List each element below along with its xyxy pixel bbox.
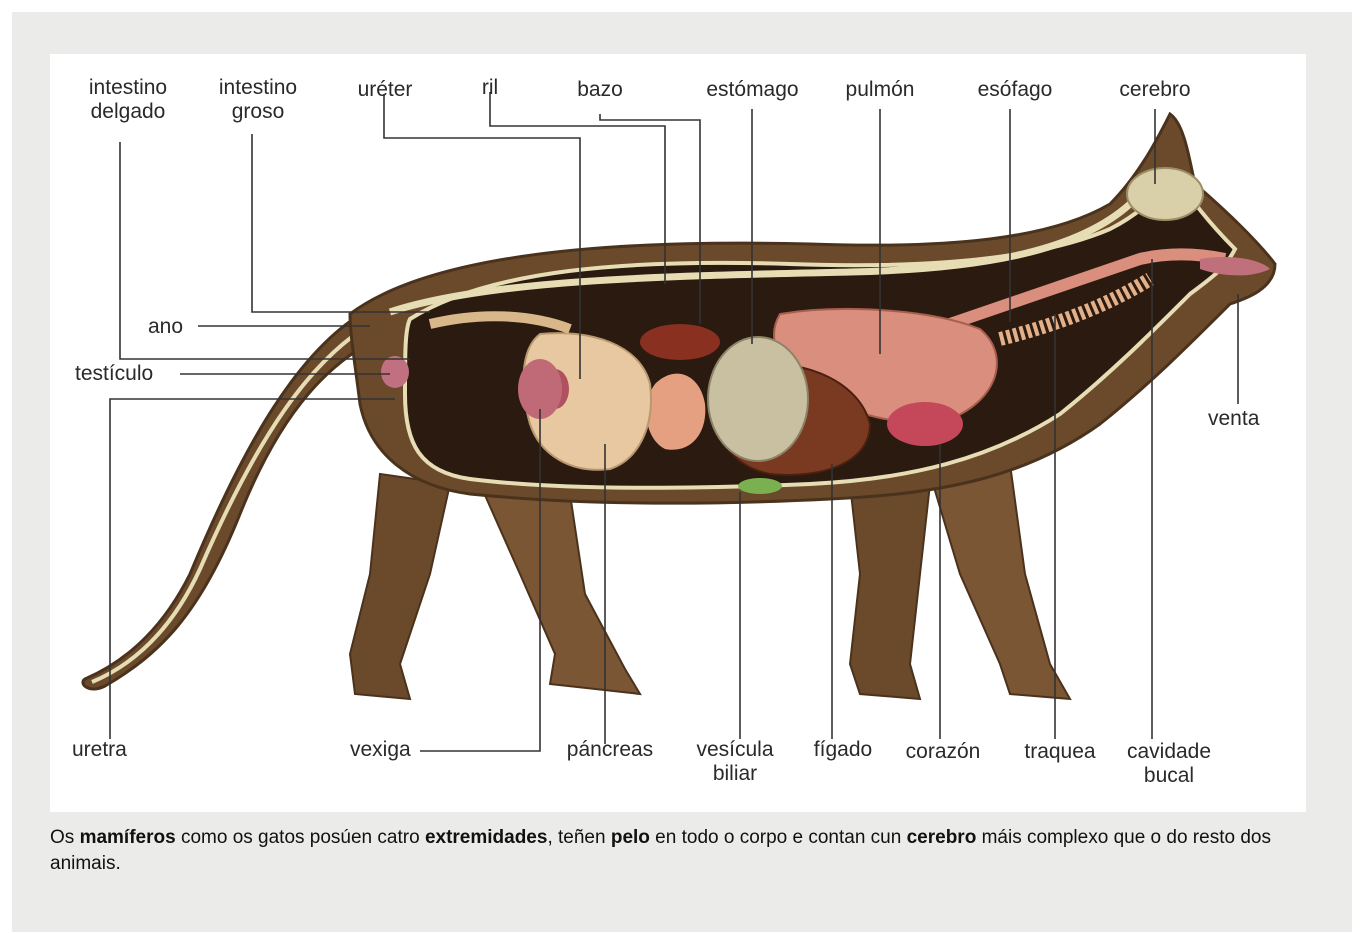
label-traquea: traquea [1012,740,1108,764]
label-figado: fígado [802,738,884,762]
caption-bold-cerebro: cerebro [907,827,977,848]
label-estomago: estómago [690,78,815,102]
pancreas [646,374,705,450]
label-ril: ril [470,76,510,100]
label-cavidade-bucal: cavidade bucal [1112,740,1226,788]
label-esofago: esófago [960,78,1070,102]
brain [1127,168,1203,220]
label-bazo: bazo [565,78,635,102]
heart [887,402,963,446]
label-pulmon: pulmón [825,78,935,102]
caption-bold-pelo: pelo [611,827,650,848]
front-leg-front [930,464,1070,699]
figure-caption: Os mamíferos como os gatos posúen catro … [50,825,1320,877]
label-vexiga: vexiga [350,738,411,762]
label-intestino-delgado: intestino delgado [68,76,188,124]
label-uretra: uretra [72,738,127,762]
hind-leg-front [480,484,640,694]
label-testiculo: testículo [75,362,153,386]
cat-anatomy-illustration [50,54,1306,812]
label-ano: ano [148,315,183,339]
stomach [708,337,808,461]
caption-bold-extremidades: extremidades [425,827,548,848]
label-corazon: corazón [893,740,993,764]
hind-leg-back [350,474,450,699]
label-intestino-groso: intestino groso [198,76,318,124]
testicle [381,356,409,388]
spleen [640,324,720,360]
gallbladder [738,478,782,494]
label-ureter: uréter [340,78,430,102]
front-leg-back [850,484,930,699]
label-vesicula-biliar: vesícula biliar [680,738,790,786]
label-cerebro: cerebro [1105,78,1205,102]
label-pancreas: páncreas [555,738,665,762]
cat-anatomy-figure: intestino delgado intestino groso uréter… [50,54,1306,812]
label-venta: venta [1208,407,1259,431]
caption-bold-mamiferos: mamíferos [80,827,176,848]
